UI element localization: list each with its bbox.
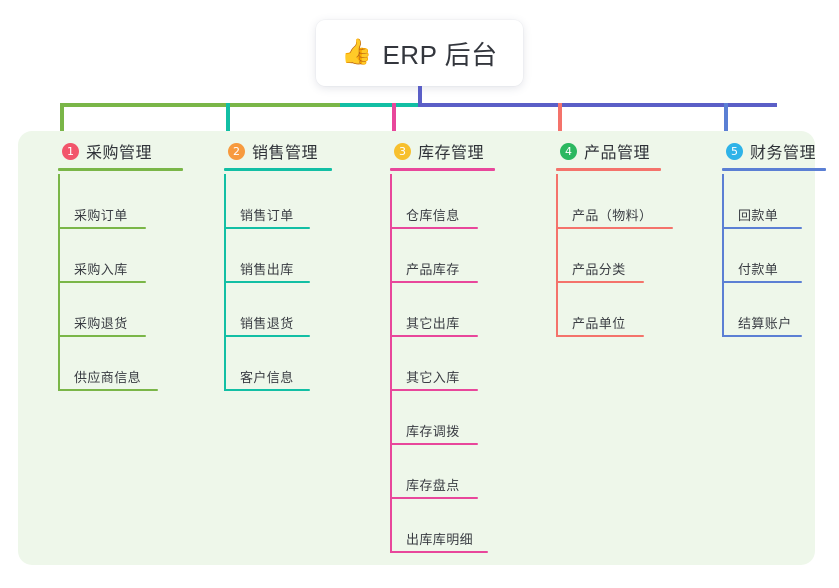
item-label: 库存调拨 xyxy=(406,424,460,439)
column-header-5[interactable]: 5 财务管理 xyxy=(722,131,826,171)
item-rule xyxy=(556,335,644,337)
page-title: ERP 后台 xyxy=(382,39,498,70)
column-badge-4: 4 xyxy=(560,142,577,160)
item-label: 采购入库 xyxy=(74,262,128,277)
horizontal-connector-bar xyxy=(61,103,777,107)
column-header-3[interactable]: 3 库存管理 xyxy=(390,131,495,171)
item-label: 产品库存 xyxy=(406,262,460,277)
item-rule xyxy=(390,389,478,391)
item-rule xyxy=(390,551,488,553)
item-label: 采购订单 xyxy=(74,208,128,223)
column-badge-2: 2 xyxy=(228,142,245,160)
column-header-4[interactable]: 4 产品管理 xyxy=(556,131,661,171)
column-header-rule-2 xyxy=(224,168,332,171)
item-rule xyxy=(58,281,146,283)
item-label: 采购退货 xyxy=(74,316,128,331)
drop-connector-2 xyxy=(226,103,230,133)
item-label: 产品分类 xyxy=(572,262,626,277)
item-rule xyxy=(224,389,310,391)
column-badge-3: 3 xyxy=(394,142,411,160)
item-rule xyxy=(390,281,478,283)
item-label: 销售订单 xyxy=(240,208,294,223)
column-3: 3 库存管理仓库信息产品库存其它出库其它入库库存调拨库存盘点出库库明细 xyxy=(390,131,495,553)
thumbs-up-icon: 👍 xyxy=(341,37,373,66)
item-label: 出库库明细 xyxy=(406,532,474,547)
column-1: 1 采购管理采购订单采购入库采购退货供应商信息 xyxy=(58,131,183,391)
root-node-card[interactable]: 👍 ERP 后台 xyxy=(316,20,523,86)
column-title-4: 产品管理 xyxy=(584,145,651,162)
item-rule xyxy=(390,335,478,337)
item-rule xyxy=(224,335,310,337)
column-header-rule-4 xyxy=(556,168,661,171)
column-title-1: 采购管理 xyxy=(86,145,153,162)
item-label: 供应商信息 xyxy=(74,370,142,385)
item-rule xyxy=(58,389,158,391)
column-title-5: 财务管理 xyxy=(750,145,817,162)
diagram-panel: 1 采购管理采购订单采购入库采购退货供应商信息 2 销售管理销售订单销售出库销售退货客… xyxy=(18,131,826,565)
drop-connector-3 xyxy=(392,103,396,133)
column-badge-5: 5 xyxy=(726,142,743,160)
drop-connector-5 xyxy=(724,103,728,133)
drop-connector-4 xyxy=(558,103,562,133)
column-title-2: 销售管理 xyxy=(252,145,319,162)
column-header-2[interactable]: 2 销售管理 xyxy=(224,131,332,171)
item-rule xyxy=(224,281,310,283)
item-rule xyxy=(722,281,802,283)
item-rule xyxy=(556,281,644,283)
item-label: 仓库信息 xyxy=(406,208,460,223)
column-header-rule-3 xyxy=(390,168,495,171)
drop-connector-1 xyxy=(60,103,64,133)
item-rule xyxy=(58,227,146,229)
column-spine-4 xyxy=(556,174,558,337)
column-header-1[interactable]: 1 采购管理 xyxy=(58,131,183,171)
item-label: 其它入库 xyxy=(406,370,460,385)
item-rule xyxy=(722,335,802,337)
column-header-rule-5 xyxy=(722,168,826,171)
item-label: 客户信息 xyxy=(240,370,294,385)
item-label: 产品单位 xyxy=(572,316,626,331)
item-rule xyxy=(556,227,673,229)
item-rule xyxy=(58,335,146,337)
item-label: 付款单 xyxy=(738,262,779,277)
column-badge-1: 1 xyxy=(62,142,79,160)
item-label: 销售退货 xyxy=(240,316,294,331)
teal-segment xyxy=(340,103,418,107)
item-label: 其它出库 xyxy=(406,316,460,331)
column-5: 5 财务管理回款单付款单结算账户 xyxy=(722,131,826,337)
item-label: 回款单 xyxy=(738,208,779,223)
item-label: 结算账户 xyxy=(738,316,792,331)
item-label: 产品（物料） xyxy=(572,208,653,223)
column-spine-5 xyxy=(722,174,724,337)
item-rule xyxy=(390,497,478,499)
item-rule xyxy=(224,227,310,229)
item-rule xyxy=(722,227,802,229)
blue-segment xyxy=(418,103,777,107)
column-header-rule-1 xyxy=(58,168,183,171)
column-spine-3 xyxy=(390,174,392,553)
root-vertical-connector xyxy=(418,86,422,106)
column-4: 4 产品管理产品（物料） 产品分类产品单位 xyxy=(556,131,673,337)
green-segment xyxy=(61,103,340,107)
item-rule xyxy=(390,443,478,445)
item-rule xyxy=(390,227,478,229)
column-title-3: 库存管理 xyxy=(418,145,485,162)
root-node-content: 👍 ERP 后台 xyxy=(341,35,497,72)
item-label: 库存盘点 xyxy=(406,478,460,493)
item-label: 销售出库 xyxy=(240,262,294,277)
column-2: 2 销售管理销售订单销售出库销售退货客户信息 xyxy=(224,131,332,391)
